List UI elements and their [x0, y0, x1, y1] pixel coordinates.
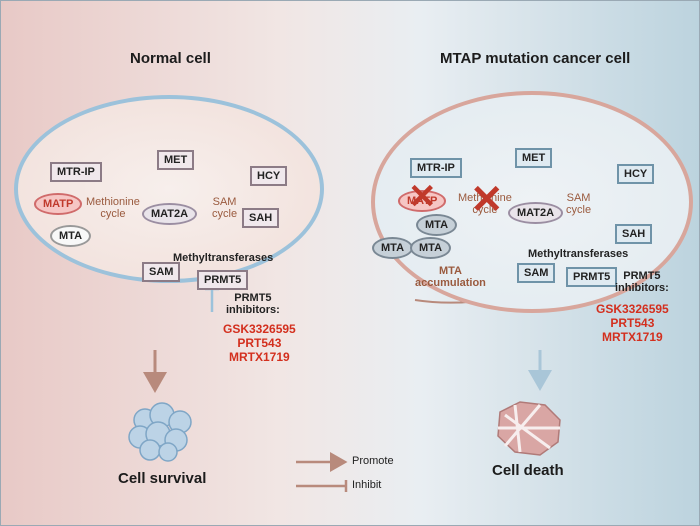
left-prmt5-node: PRMT5	[197, 270, 249, 290]
right-sam-node: SAM	[517, 263, 556, 283]
left-mtrip-node: MTR-IP	[50, 162, 102, 182]
right-matp-cross-icon: ✕	[408, 178, 437, 216]
right-sah-node: SAH	[615, 224, 653, 244]
cancer-cell-title: MTAP mutation cancer cell	[440, 50, 631, 67]
broken-cell-icon	[497, 401, 561, 456]
legend-inhibit-label: Inhibit	[352, 479, 382, 491]
left-met-node: MET	[157, 150, 195, 170]
left-methyltransferases-label: Methyltransferases	[173, 252, 274, 264]
cell-cluster-icon	[128, 402, 192, 462]
normal-cell-title: Normal cell	[130, 50, 211, 67]
right-mta-node-3: MTA	[410, 237, 452, 259]
left-mat2a-node: MAT2A	[142, 203, 198, 225]
right-mta-node-1: MTA	[416, 214, 458, 236]
legend-arrows	[296, 452, 348, 492]
left-matp-node: MATP	[34, 193, 83, 215]
left-sah-node: SAH	[242, 208, 280, 228]
left-sam-node: SAM	[142, 262, 181, 282]
cell-death-label: Cell death	[492, 462, 564, 479]
cell-survival-label: Cell survival	[118, 470, 207, 487]
left-hcy-node: HCY	[250, 166, 288, 186]
right-mtrip-node: MTR-IP	[410, 158, 462, 178]
right-mta-node-2: MTA	[372, 237, 414, 259]
right-methyltransferases-label: Methyltransferases	[528, 248, 629, 260]
right-mat2a-node: MAT2A	[508, 202, 564, 224]
right-cycle-cross-icon: ✕	[470, 178, 504, 222]
right-met-node: MET	[515, 148, 553, 168]
legend-promote-label: Promote	[352, 455, 394, 467]
normal-cell-membrane	[14, 95, 324, 283]
right-matp-node: MATP	[398, 190, 447, 212]
left-inhibit	[205, 287, 219, 312]
left-mta-node: MTA	[50, 225, 92, 247]
right-prmt5-node: PRMT5	[566, 267, 618, 287]
right-hcy-node: HCY	[617, 164, 655, 184]
